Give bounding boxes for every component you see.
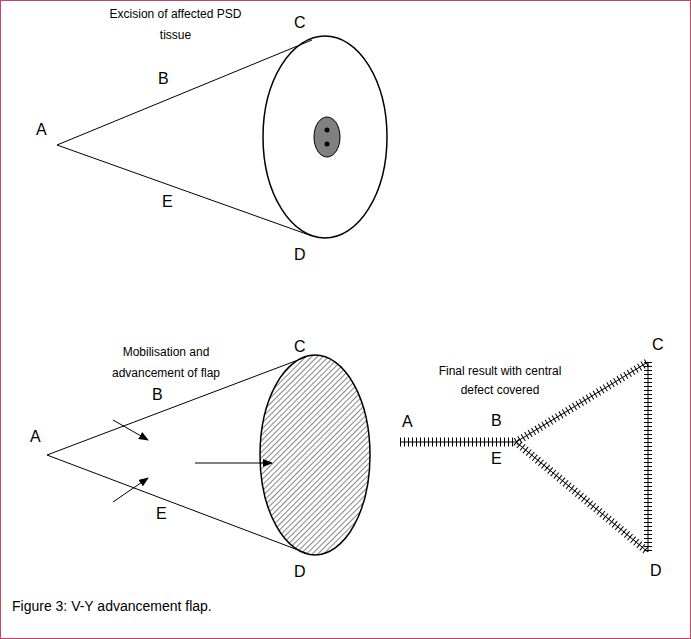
point-letter: B [158, 70, 169, 88]
point-letter: C [294, 338, 306, 356]
sutured-result-drawing [400, 362, 648, 552]
point-letter: E [162, 193, 173, 211]
step-note: Mobilisation and advancement of flap [100, 342, 232, 384]
point-letter: D [650, 562, 662, 580]
point-letter: E [491, 450, 502, 468]
point-letter: B [152, 386, 163, 404]
excision-drawing [57, 36, 387, 238]
point-letter: A [402, 413, 413, 431]
point-letter: A [30, 428, 41, 446]
point-letter: E [156, 505, 167, 523]
point-letter: D [294, 246, 306, 264]
point-letter: B [491, 412, 502, 430]
point-letter: A [36, 121, 47, 139]
point-letter: C [294, 14, 306, 32]
point-letter: C [652, 336, 664, 354]
step-note: Excision of affected PSD tissue [108, 4, 243, 46]
step-note: Final result with central defect covered [430, 362, 570, 400]
figure-caption: Figure 3: V-Y advancement flap. [12, 597, 212, 615]
advancement-drawing [47, 355, 370, 555]
point-letter: D [294, 563, 306, 581]
